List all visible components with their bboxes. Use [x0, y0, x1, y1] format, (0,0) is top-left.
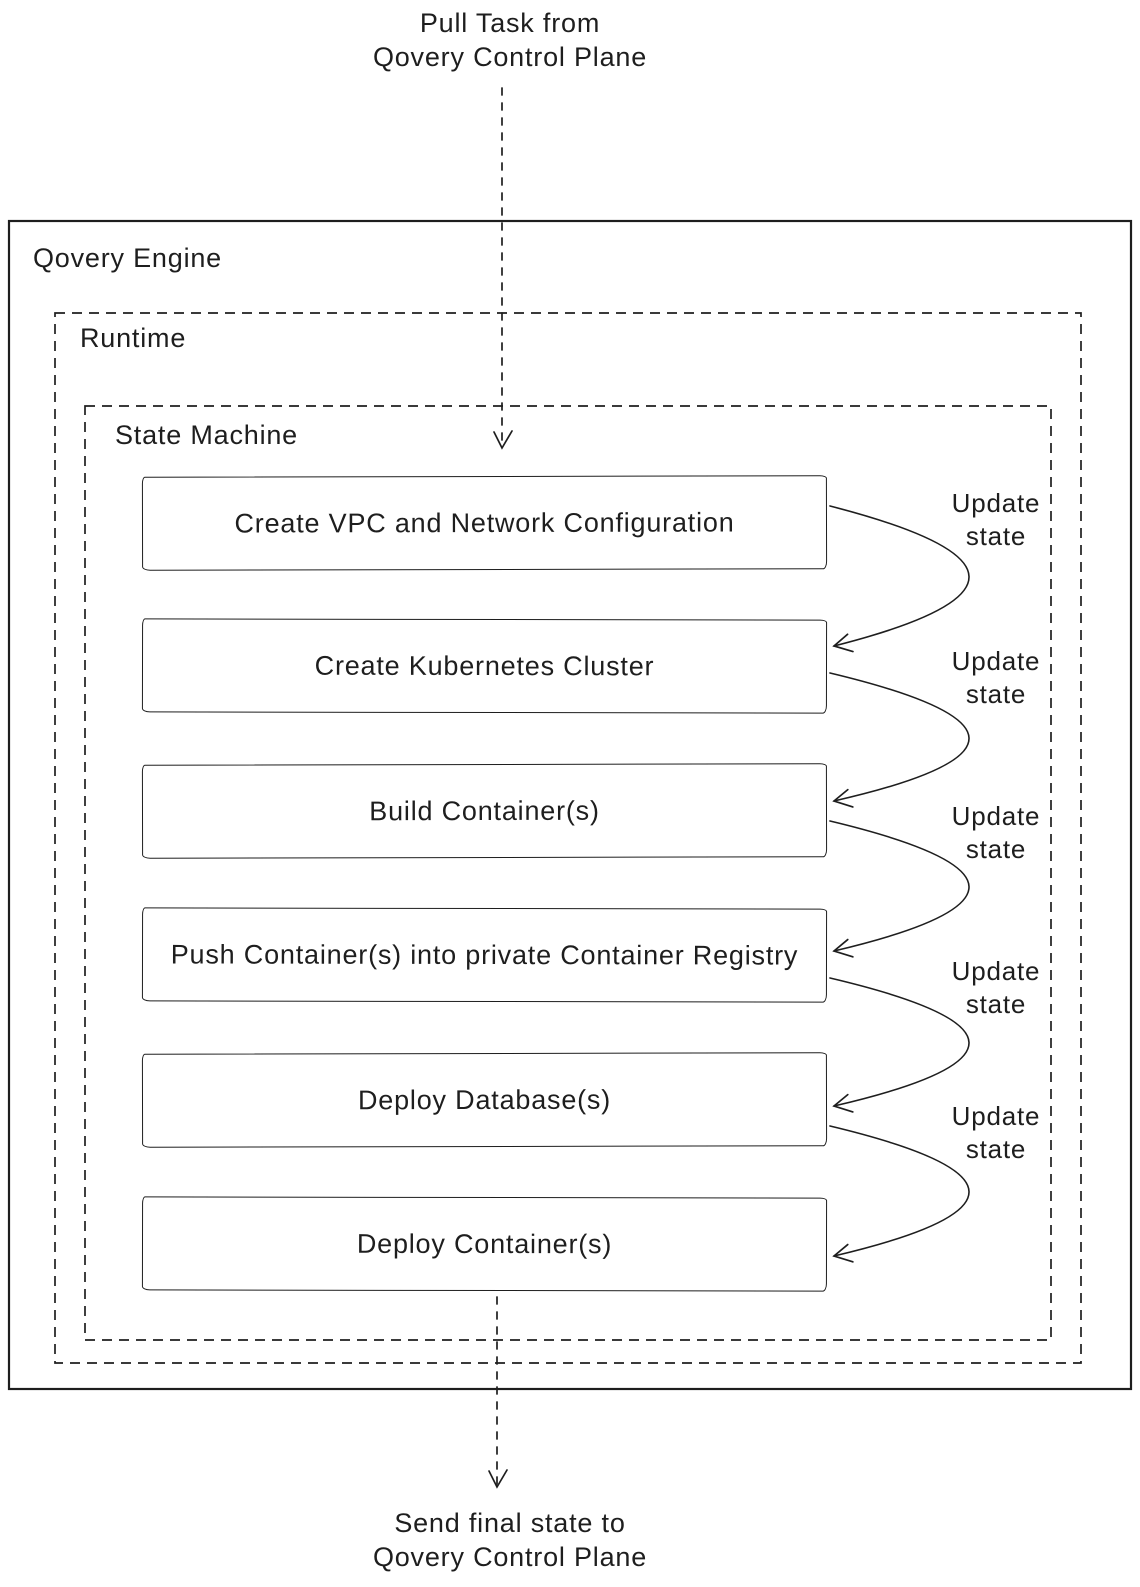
- update-state-label-4: Update state: [926, 955, 1066, 1021]
- step-label: Push Container(s) into private Container…: [170, 938, 799, 971]
- step-push-containers: Push Container(s) into private Container…: [141, 907, 828, 1003]
- pull-task-label-line2: Qovery Control Plane: [372, 42, 648, 72]
- update-state-label-1: Update state: [926, 487, 1066, 553]
- update-state-line1: Update: [951, 1101, 1041, 1131]
- send-final-state-label: Send final state to Qovery Control Plane: [335, 1506, 685, 1574]
- update-state-label-3: Update state: [926, 800, 1066, 866]
- update-state-label-5: Update state: [926, 1100, 1066, 1166]
- update-state-line1: Update: [951, 801, 1041, 831]
- update-state-line2: state: [965, 1134, 1027, 1164]
- update-state-line1: Update: [951, 646, 1041, 676]
- step-label: Build Container(s): [369, 795, 600, 826]
- step-deploy-databases: Deploy Database(s): [141, 1052, 828, 1148]
- update-state-label-2: Update state: [926, 645, 1066, 711]
- send-final-state-label-line1: Send final state to: [394, 1508, 626, 1538]
- pull-task-label-line1: Pull Task from: [419, 8, 601, 38]
- send-final-state-label-line2: Qovery Control Plane: [372, 1542, 648, 1572]
- update-state-line2: state: [965, 679, 1027, 709]
- step-label: Create Kubernetes Cluster: [314, 650, 655, 681]
- step-deploy-containers: Deploy Container(s): [141, 1196, 828, 1292]
- state-machine-label: State Machine: [115, 420, 298, 450]
- pull-task-label: Pull Task from Qovery Control Plane: [360, 6, 660, 74]
- step-build-containers: Build Container(s): [141, 763, 828, 859]
- step-create-vpc: Create VPC and Network Configuration: [141, 475, 828, 571]
- update-state-line2: state: [965, 521, 1027, 551]
- step-label: Deploy Container(s): [356, 1228, 613, 1259]
- step-label: Deploy Database(s): [357, 1084, 612, 1115]
- update-state-line1: Update: [951, 488, 1041, 518]
- update-state-line2: state: [965, 989, 1027, 1019]
- update-state-line1: Update: [951, 956, 1041, 986]
- step-create-kubernetes-cluster: Create Kubernetes Cluster: [141, 618, 828, 714]
- update-state-line2: state: [965, 834, 1027, 864]
- qovery-engine-label: Qovery Engine: [33, 243, 222, 273]
- runtime-label: Runtime: [80, 323, 187, 353]
- step-label: Create VPC and Network Configuration: [234, 506, 735, 539]
